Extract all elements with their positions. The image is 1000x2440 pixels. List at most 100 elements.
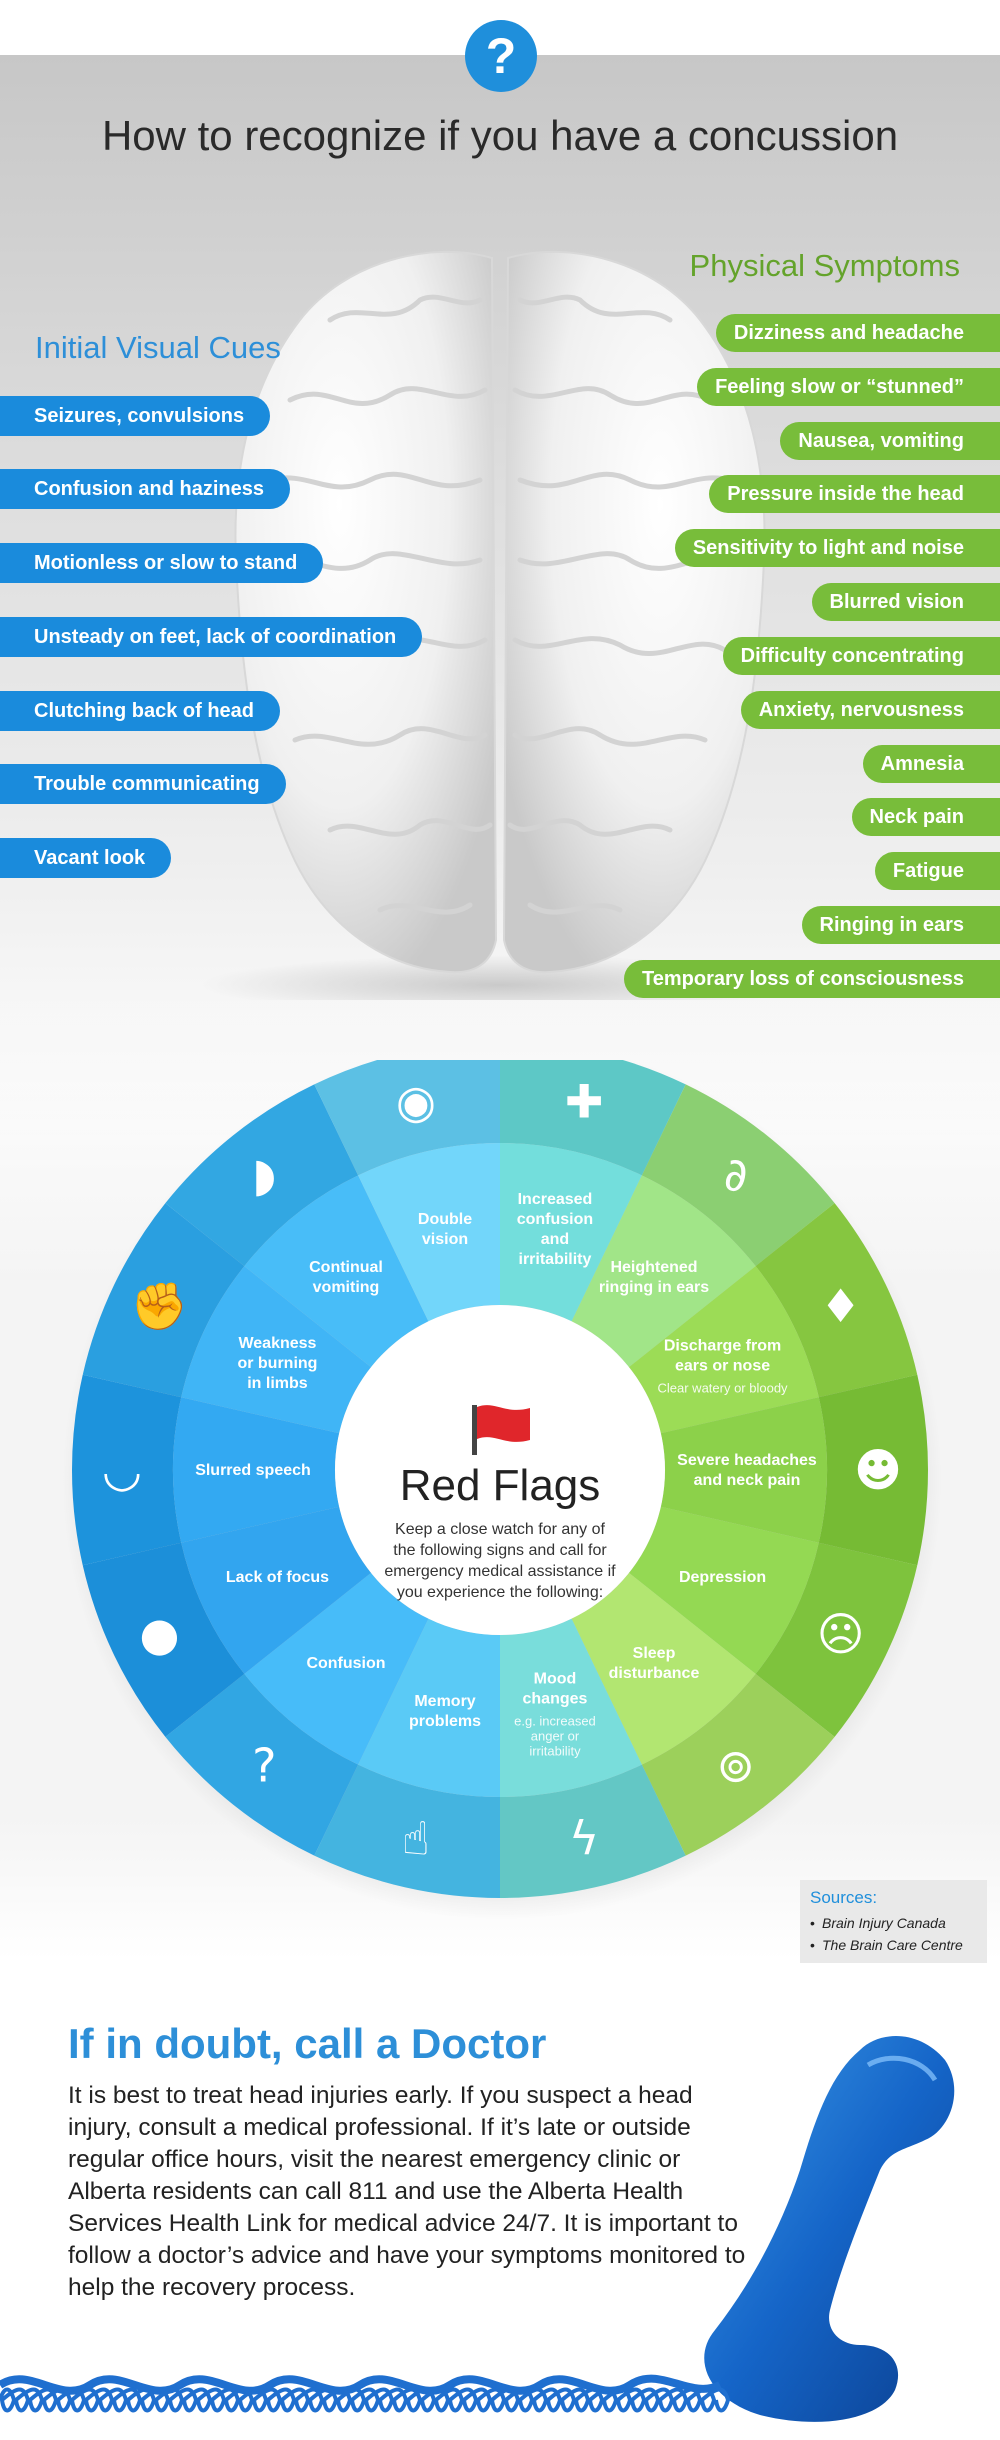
red-flags-desc-line: you experience the following: [397,1584,603,1601]
physical-symptom-item: Difficulty concentrating [722,637,1000,675]
wheel-inner-segment [358,1618,500,1797]
wheel-outer-segment [165,1084,359,1267]
wheel-inner-segment [629,1266,819,1434]
wheel-segment-label: problems [409,1713,481,1730]
question-icon: ? [465,20,537,92]
wheel-inner-segment [181,1266,371,1434]
wheel-segment-label: Increased [518,1191,593,1208]
wheel-segment-label: and [541,1231,569,1248]
wheel-outer-segment [755,1542,918,1737]
doctor-body: It is best to treat head injuries early.… [68,2082,746,2301]
physical-symptom-item: Feeling slow or “stunned” [697,368,1000,406]
wheel-segment-label: Lack of focus [226,1569,329,1586]
wheel-segment-label: Continual [309,1259,383,1276]
wheel-segment-label: in limbs [247,1375,308,1392]
physical-symptom-item: Anxiety, nervousness [740,691,1000,729]
source-item: Brain Injury Canada [810,1912,977,1934]
wheel-segment-label: Sleep [633,1645,676,1662]
sad-face-icon: ☹ [817,1607,865,1661]
wheel-inner-segment [244,1175,429,1368]
visual-cue-item: Trouble communicating [0,764,286,804]
wheel-inner-segment [500,1618,642,1797]
wheel-outer-segment [641,1673,835,1856]
physical-symptom-item: Fatigue [874,852,1000,890]
wheel-inner-ring [172,1143,828,1797]
wheel-inner-segment [244,1572,429,1765]
question-mark-icon: ? [252,1739,276,1793]
red-flags-desc-line: emergency medical assistance if [384,1563,616,1580]
wheel-segment-label: Severe headaches [677,1452,817,1469]
wheel-inner-segment [181,1506,371,1674]
wheel-outer-segment [82,1203,245,1398]
red-flags-title: Red Flags [400,1461,601,1510]
wheel-segment-label: Weakness [238,1335,316,1352]
wheel-outer-ring [71,1060,929,1898]
lips-icon: ◡ [102,1443,142,1497]
physical-symptom-item: Amnesia [862,745,1000,783]
wheel-inner-segment [358,1143,500,1322]
wheel-segment-label: Depression [679,1569,766,1586]
wheel-outer-segment [500,1764,686,1898]
visual-cue-item: Vacant look [0,838,172,878]
wheel-segment-label: Memory [414,1693,475,1710]
doctor-title: If in doubt, call a Doctor [68,2020,547,2067]
blur-icon: ● [139,1607,179,1661]
visual-cue-item: Unsteady on feet, lack of coordination [0,617,423,657]
wheel-segment-label: Confusion [306,1655,385,1672]
finger-string-icon: ☝ [402,1812,430,1866]
wheel-segment-label: and neck pain [694,1472,801,1489]
red-flags-desc-line: the following signs and call for [393,1542,607,1559]
physical-symptoms-heading: Physical Symptoms [689,248,960,283]
wheel-segment-label: vomiting [313,1279,380,1296]
wheel-center [335,1305,665,1635]
wheel-segment-label: Heightened [610,1259,697,1276]
physical-symptom-item: Neck pain [851,798,1000,836]
red-flags-desc-line: Keep a close watch for any of [395,1521,605,1538]
physical-symptom-item: Pressure inside the head [709,475,1000,513]
wheel-segment-label: ringing in ears [599,1279,709,1296]
eye-icon: ◉ [396,1074,436,1128]
wheel-segment-label: or burning [237,1355,317,1372]
wheel-outer-segment [314,1764,500,1898]
red-flag-icon [472,1405,530,1455]
wheel-segment-sublabel: Clear watery or bloody [658,1380,789,1395]
head-icon: ☻ [854,1443,902,1497]
visual-cue-item: Clutching back of head [0,691,281,731]
arm-icon: ✊ [131,1279,188,1334]
wheel-segment-label: ears or nose [675,1357,770,1374]
wheel-outer-segment [641,1084,835,1267]
wheel-outer-segment [818,1374,929,1566]
wheel-outer-segment [82,1542,245,1737]
wheel-segment-sublabel: e.g. increased [514,1713,596,1728]
visual-cue-item: Seizures, convulsions [0,396,271,436]
page-title: How to recognize if you have a concussio… [101,112,899,159]
wheel-inner-segment [629,1506,819,1674]
physical-symptom-item: Temporary loss of consciousness [624,960,1000,998]
wheel-inner-segment [571,1175,756,1368]
visual-cues-heading: Initial Visual Cues [35,330,281,365]
sources-label: Sources: [810,1888,878,1907]
wheel-segment-sublabel: anger or [531,1728,580,1743]
sources-box: Sources: Brain Injury Canada The Brain C… [800,1880,987,1963]
source-item: The Brain Care Centre [810,1934,977,1956]
wheel-icons: ✚∂♦☻☹⊚ϟ☝?●◡✊◗◉ [102,1074,902,1865]
wheel-inner-segment [172,1397,340,1543]
wheel-segment-label: Mood [534,1670,577,1687]
wheel-segment-sublabel: irritability [529,1743,581,1758]
visual-cue-item: Confusion and haziness [0,469,291,509]
wheel-inner-segment [500,1143,642,1322]
wheel-outer-segment [71,1374,182,1566]
wheel-segment-label: vision [422,1231,468,1248]
physical-symptom-item: Nausea, vomiting [780,422,1000,460]
lightning-icon: ϟ [569,1812,599,1866]
wheel-segment-label: disturbance [609,1665,700,1682]
wheel-inner-segment [660,1397,828,1543]
physical-symptom-item: Sensitivity to light and noise [674,529,1000,567]
wheel-segment-label: Double [418,1211,472,1228]
wheel-outer-segment [314,1060,500,1176]
wheel-segment-label: Discharge from [664,1337,781,1354]
physical-symptom-item: Ringing in ears [801,906,1000,944]
